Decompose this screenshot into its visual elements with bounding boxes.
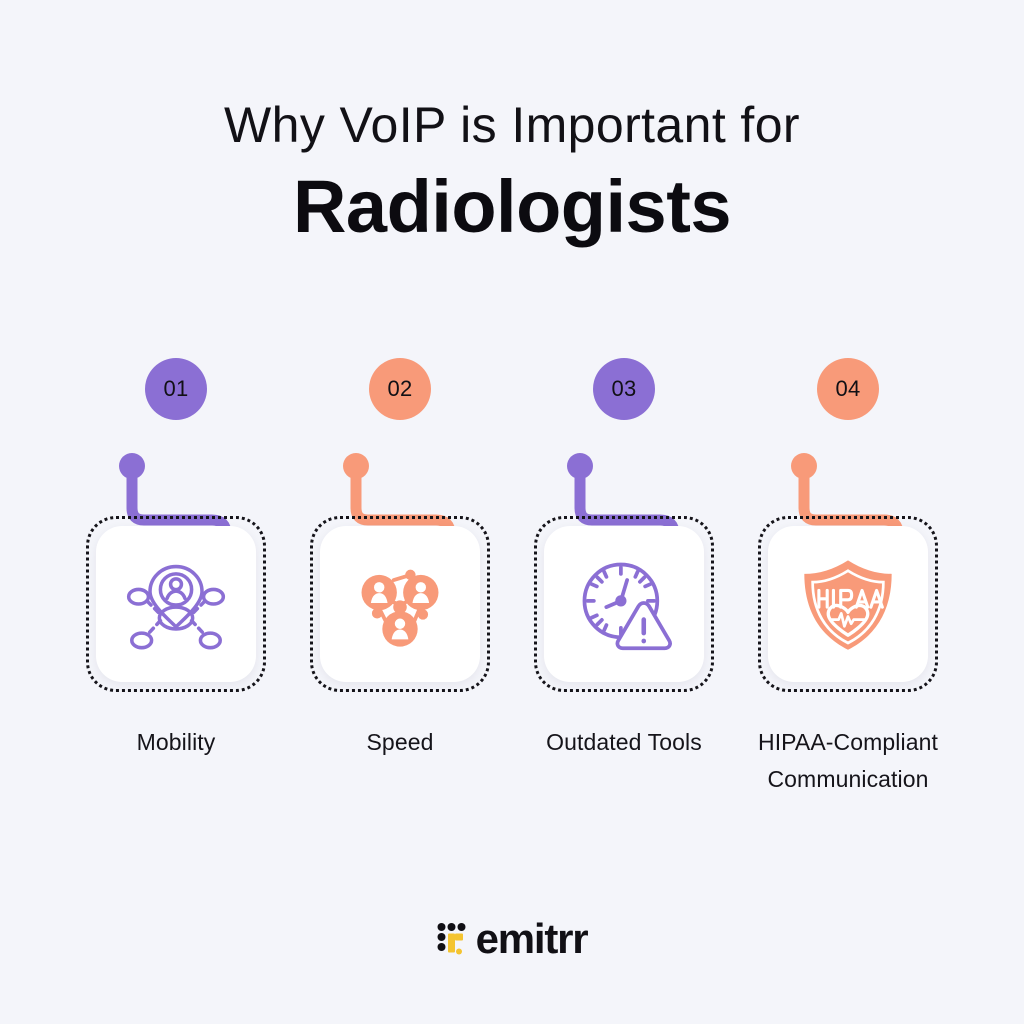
card-surface <box>768 526 928 682</box>
feature-column-3: 03 <box>512 352 736 892</box>
feature-card-1[interactable] <box>86 516 266 692</box>
feature-columns: 01 <box>0 352 1024 892</box>
hipaa-shield-heart-icon <box>804 560 892 650</box>
card-dotted-frame <box>310 516 490 692</box>
step-badge-04: 04 <box>817 358 879 420</box>
card-surface <box>544 526 704 682</box>
feature-caption-3: Outdated Tools <box>546 729 702 755</box>
feature-caption-1: Mobility <box>136 729 216 755</box>
emitrr-dot-grid-mark <box>437 923 466 955</box>
step-badge-03: 03 <box>593 358 655 420</box>
card-surface <box>320 526 480 682</box>
title-line-1: Why VoIP is Important for <box>224 97 800 153</box>
clock-warning-icon <box>582 562 672 651</box>
logo-wordmark: emitrr <box>475 915 589 962</box>
title-line-2: Radiologists <box>292 165 732 248</box>
location-network-icon <box>126 564 226 650</box>
card-dotted-frame <box>86 516 266 692</box>
feature-card-4[interactable] <box>758 516 938 692</box>
step-number-label: 01 <box>163 376 189 401</box>
card-dotted-frame <box>534 516 714 692</box>
feature-column-1: 01 <box>64 352 288 892</box>
user-network-icon <box>361 569 439 647</box>
step-badge-02: 02 <box>369 358 431 420</box>
feature-caption-2: Speed <box>366 729 434 755</box>
step-badge-01: 01 <box>145 358 207 420</box>
step-number-label: 03 <box>611 376 637 401</box>
feature-column-4: 04 <box>736 352 960 892</box>
step-number-label: 04 <box>835 376 861 401</box>
brand-logo[interactable]: emitrr <box>0 918 1024 960</box>
step-number-label: 02 <box>387 376 413 401</box>
feature-card-3[interactable] <box>534 516 714 692</box>
card-surface <box>96 526 256 682</box>
feature-column-2: 02 <box>288 352 512 892</box>
page-title: Why VoIP is Important for Radiologists <box>0 96 1024 253</box>
feature-card-2[interactable] <box>310 516 490 692</box>
feature-caption-4: HIPAA-Compliant Communication <box>757 729 939 793</box>
card-dotted-frame <box>758 516 938 692</box>
